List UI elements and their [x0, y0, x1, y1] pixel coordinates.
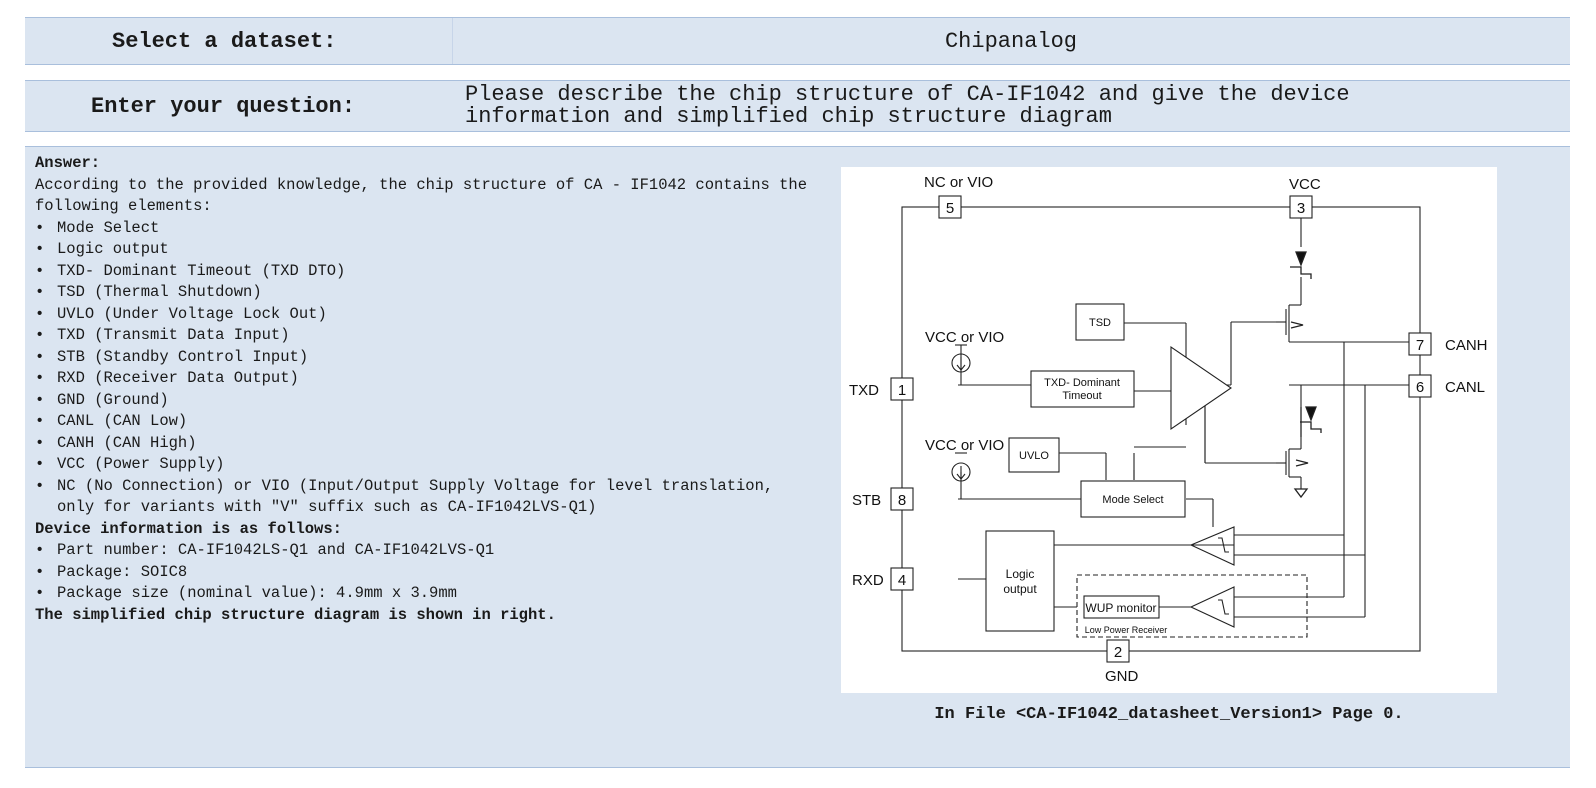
vcc-label: VCC — [1289, 176, 1321, 193]
pin-7-number: 7 — [1416, 337, 1424, 354]
mode-select-label: Mode Select — [1102, 494, 1163, 506]
logic-output-label-2: output — [1003, 582, 1037, 596]
pin-6-number: 6 — [1416, 379, 1424, 396]
tsd-block — [1075, 303, 1125, 341]
question-input[interactable]: Please describe the chip structure of CA… — [465, 82, 1350, 129]
list-item: STB (Standby Control Input) — [35, 347, 815, 369]
pin-1-number: 1 — [898, 382, 906, 399]
device-info-heading: Device information is as follows: — [35, 519, 342, 538]
pin-boxes — [890, 195, 1432, 663]
list-item: UVLO (Under Voltage Lock Out) — [35, 304, 815, 326]
dataset-select[interactable]: Chipanalog — [944, 29, 1078, 54]
block-diagram-svg: 5 3 1 8 4 7 6 2 NC or VIO VCC VCC or VIO… — [849, 174, 1488, 685]
pin-4-box — [890, 567, 914, 591]
pin-1-box — [890, 377, 914, 401]
vcc-or-vio-label-1: VCC or VIO — [925, 329, 1004, 346]
gnd-label: GND — [1105, 668, 1139, 685]
list-item: TSD (Thermal Shutdown) — [35, 282, 815, 304]
dataset-row: Select a dataset: Chipanalog — [25, 17, 1570, 65]
wup-monitor-label: WUP monitor — [1085, 601, 1156, 615]
current-sources — [951, 344, 971, 482]
question-label: Enter your question: — [91, 94, 356, 119]
txd-dto-block — [1030, 370, 1135, 408]
low-power-receiver-label: Low Power Receiver — [1085, 625, 1168, 635]
pin-5-number: 5 — [946, 200, 954, 217]
source-reference: In File <CA-IF1042_datasheet_Version1> P… — [934, 705, 1404, 724]
pin-7-box — [1408, 332, 1432, 356]
list-item: Part number: CA-IF1042LS-Q1 and CA-IF104… — [35, 540, 815, 562]
canh-label: CANH — [1445, 337, 1488, 354]
answer-heading: Answer: — [35, 154, 101, 172]
transistors — [1290, 251, 1322, 499]
answer-text: Answer: According to the provided knowle… — [35, 153, 815, 626]
pin-8-number: 8 — [898, 492, 906, 509]
dataset-row-divider — [452, 18, 453, 64]
low-power-receiver-triangle — [1189, 586, 1235, 628]
canl-label: CANL — [1445, 379, 1485, 396]
list-item: GND (Ground) — [35, 390, 815, 412]
chip-structure-diagram: 5 3 1 8 4 7 6 2 NC or VIO VCC VCC or VIO… — [841, 167, 1497, 693]
tsd-label: TSD — [1089, 317, 1111, 329]
pin-5-box — [938, 195, 962, 219]
hysteresis-marks — [1218, 537, 1229, 615]
uvlo-block — [1008, 437, 1060, 473]
list-item: NC (No Connection) or VIO (Input/Output … — [35, 476, 815, 519]
question-row: Enter your question: Please describe the… — [25, 80, 1570, 132]
stb-label: STB — [852, 492, 881, 509]
logic-output-block — [985, 530, 1055, 632]
list-item: Package size (nominal value): 4.9mm x 3.… — [35, 583, 815, 605]
wires — [901, 206, 1421, 652]
receiver-triangle — [1190, 526, 1235, 566]
dataset-label: Select a dataset: — [112, 29, 337, 54]
list-item: RXD (Receiver Data Output) — [35, 368, 815, 390]
rxd-label: RXD — [852, 572, 884, 589]
vcc-or-vio-label-2: VCC or VIO — [925, 437, 1004, 454]
txd-dto-label-2: Timeout — [1062, 390, 1101, 402]
driver-triangle — [1170, 345, 1232, 431]
list-item: VCC (Power Supply) — [35, 454, 815, 476]
list-item: CANL (CAN Low) — [35, 411, 815, 433]
pin-2-box — [1106, 639, 1130, 663]
list-item: Mode Select — [35, 218, 815, 240]
answer-intro: According to the provided knowledge, the… — [35, 175, 808, 216]
pin-4-number: 4 — [898, 572, 906, 589]
uvlo-label: UVLO — [1019, 450, 1049, 462]
txd-label: TXD — [849, 382, 879, 399]
txd-dto-label-1: TXD- Dominant — [1044, 377, 1120, 389]
pin-8-box — [890, 487, 914, 511]
list-item: Package: SOIC8 — [35, 562, 815, 584]
answer-closing: The simplified chip structure diagram is… — [35, 605, 556, 624]
list-item: TXD- Dominant Timeout (TXD DTO) — [35, 261, 815, 283]
list-item: CANH (CAN High) — [35, 433, 815, 455]
pin-3-number: 3 — [1297, 200, 1305, 217]
element-list: Mode Select Logic output TXD- Dominant T… — [35, 218, 815, 519]
wup-monitor-block — [1083, 595, 1160, 619]
mode-select-block — [1080, 480, 1186, 518]
logic-output-label-1: Logic — [1006, 567, 1035, 581]
pin-2-number: 2 — [1114, 644, 1122, 661]
list-item: TXD (Transmit Data Input) — [35, 325, 815, 347]
answer-panel: Answer: According to the provided knowle… — [25, 146, 1570, 768]
list-item: Logic output — [35, 239, 815, 261]
pin-6-box — [1408, 374, 1432, 398]
nc-vio-label: NC or VIO — [924, 174, 993, 191]
pin-3-box — [1289, 195, 1313, 219]
device-info-list: Part number: CA-IF1042LS-Q1 and CA-IF104… — [35, 540, 815, 605]
